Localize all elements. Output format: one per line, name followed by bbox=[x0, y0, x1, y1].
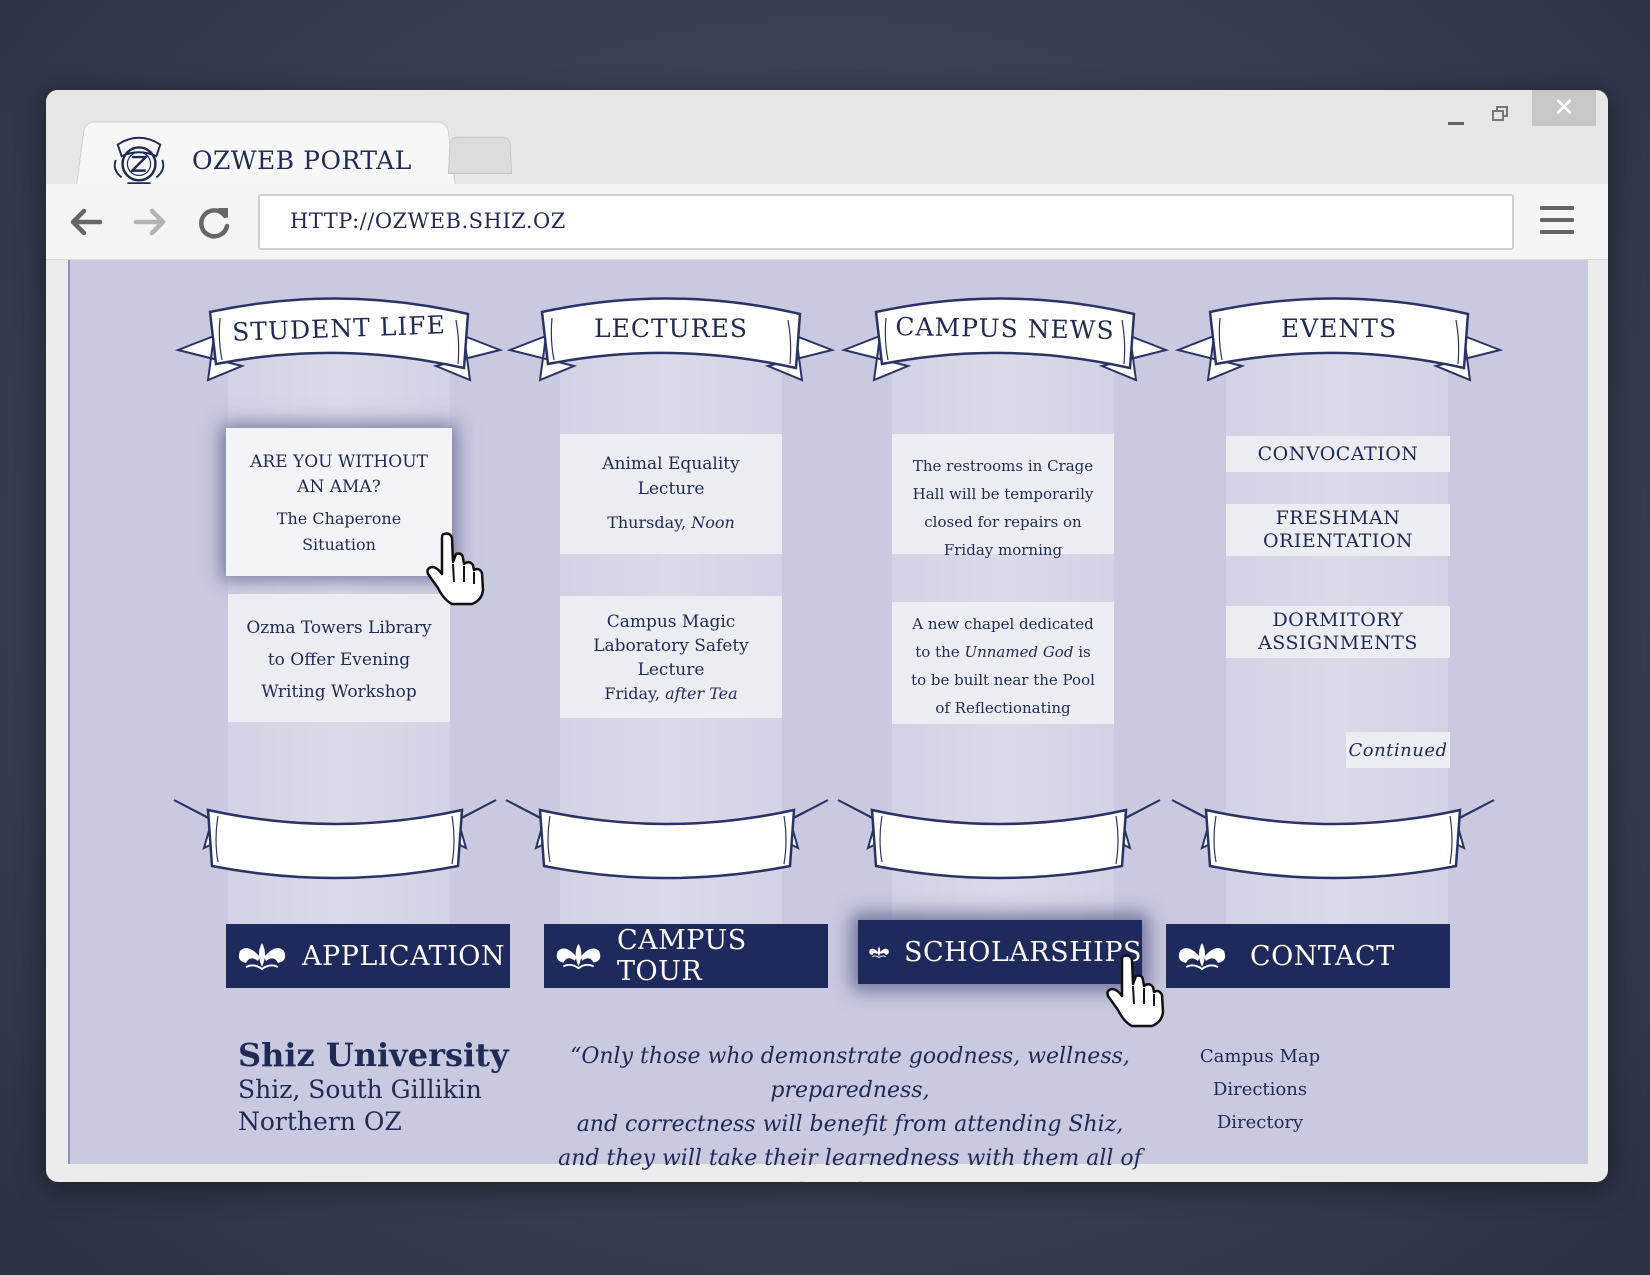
university-info: Shiz University Shiz, South Gillikin Nor… bbox=[238, 1036, 509, 1138]
web-page: STUDENT LIFE ARE YOU WITHOUT AN AMA? The… bbox=[68, 260, 1588, 1182]
back-arrow-icon[interactable] bbox=[66, 202, 106, 242]
event-convocation[interactable]: CONVOCATION bbox=[1226, 436, 1450, 472]
banner-lectures[interactable]: LECTURES bbox=[506, 292, 836, 402]
ribbon-bottom-icon bbox=[1170, 798, 1496, 880]
banner-label: EVENTS bbox=[1280, 314, 1398, 343]
ribbon-banner-icon bbox=[1176, 297, 1502, 382]
contact-button[interactable]: CONTACT bbox=[1166, 924, 1450, 988]
banner-events[interactable]: EVENTS bbox=[1174, 292, 1504, 402]
banner-bottom-student-life bbox=[170, 790, 500, 890]
ribbon-banner-icon bbox=[842, 297, 1168, 382]
application-button[interactable]: APPLICATION bbox=[226, 924, 510, 988]
university-name: Shiz University bbox=[238, 1036, 509, 1074]
browser-window: OZWEB PORTAL ✕ HTTP://OZWEB.SHIZ.OZ bbox=[46, 90, 1608, 1182]
card-chaperone[interactable]: ARE YOU WITHOUT AN AMA? The Chaperone Si… bbox=[226, 428, 452, 576]
reload-icon[interactable] bbox=[194, 202, 234, 242]
card-title: Animal Equality Lecture bbox=[602, 454, 740, 499]
card-text-emphasis: Unnamed God bbox=[964, 643, 1074, 661]
url-text: HTTP://OZWEB.SHIZ.OZ bbox=[290, 209, 566, 233]
card-library-workshop[interactable]: Ozma Towers Library to Offer Evening Wri… bbox=[228, 594, 450, 722]
address-bar[interactable]: HTTP://OZWEB.SHIZ.OZ bbox=[258, 194, 1514, 250]
quote-line: and correctness will benefit from attend… bbox=[576, 1112, 1124, 1137]
quote-line: “Only those who demonstrate goodness, we… bbox=[570, 1044, 1130, 1103]
banner-bottom-events bbox=[1168, 790, 1498, 890]
banner-bottom-lectures bbox=[502, 790, 832, 890]
fleuron-icon bbox=[1177, 942, 1227, 970]
card-text: A new chapel dedicated to the bbox=[912, 615, 1094, 661]
restore-button[interactable] bbox=[1486, 100, 1516, 130]
banner-campus-news[interactable]: CAMPUS NEWS bbox=[840, 292, 1170, 402]
address-line: Shiz, South Gillikin bbox=[238, 1075, 482, 1104]
button-label: CONTACT bbox=[1250, 940, 1395, 972]
card-animal-equality[interactable]: Animal Equality Lecture Thursday, Noon bbox=[560, 434, 782, 554]
directory-link[interactable]: Directory bbox=[1216, 1112, 1304, 1133]
banner-bottom-campus-news bbox=[834, 790, 1164, 890]
close-button[interactable]: ✕ bbox=[1532, 90, 1596, 126]
ribbon-bottom-icon bbox=[172, 798, 498, 880]
hand-cursor-icon bbox=[426, 532, 485, 606]
card-time: Thursday, Noon bbox=[594, 510, 748, 536]
button-label: CAMPUS TOUR bbox=[616, 925, 747, 987]
campus-tour-button[interactable]: CAMPUS TOUR bbox=[544, 924, 828, 988]
card-text: The restrooms in Crage Hall will be temp… bbox=[912, 457, 1094, 559]
events-continued-link[interactable]: Continued bbox=[1346, 732, 1450, 768]
hamburger-menu-icon[interactable] bbox=[1540, 206, 1574, 238]
motto-quote: “Only those who demonstrate goodness, we… bbox=[540, 1040, 1160, 1182]
tab-title: OZWEB PORTAL bbox=[192, 145, 412, 175]
card-title: Campus Magic Laboratory Safety Lecture bbox=[593, 612, 749, 680]
fleuron-icon bbox=[555, 942, 602, 970]
card-day: Thursday, bbox=[607, 513, 687, 532]
event-dormitory-assignments[interactable]: DORMITORY ASSIGNMENTS bbox=[1226, 606, 1450, 658]
card-magic-lab-safety[interactable]: Campus Magic Laboratory Safety Lecture F… bbox=[560, 596, 782, 718]
event-freshman-orientation[interactable]: FRESHMAN ORIENTATION bbox=[1226, 504, 1450, 556]
fleuron-icon bbox=[237, 942, 287, 970]
card-chapel[interactable]: A new chapel dedicated to the Unnamed Go… bbox=[892, 602, 1114, 724]
address-line: Northern OZ bbox=[238, 1107, 402, 1136]
fleuron-icon bbox=[868, 946, 890, 958]
menu-line bbox=[1540, 230, 1574, 234]
quote-line: and they will take their learnedness wit… bbox=[558, 1146, 1142, 1182]
menu-line bbox=[1540, 218, 1574, 222]
banner-label: CAMPUS NEWS bbox=[895, 312, 1115, 345]
forward-arrow-icon[interactable] bbox=[130, 202, 170, 242]
ribbon-bottom-icon bbox=[504, 798, 830, 880]
new-tab-button[interactable] bbox=[448, 136, 512, 174]
card-subtitle: The Chaperone Situation bbox=[276, 509, 402, 554]
footer-links: Campus Map Directions Directory bbox=[1190, 1040, 1330, 1139]
card-text-end: is to be built near the Pool of Reflecti… bbox=[911, 643, 1095, 717]
crest-logo-icon bbox=[113, 136, 165, 185]
minimize-button[interactable] bbox=[1442, 100, 1472, 130]
tab-bar: OZWEB PORTAL ✕ bbox=[46, 90, 1608, 186]
card-title: Ozma Towers Library to Offer Evening Wri… bbox=[246, 618, 432, 702]
banner-label: LECTURES bbox=[594, 314, 748, 343]
hand-cursor-icon bbox=[1106, 954, 1165, 1028]
browser-toolbar: HTTP://OZWEB.SHIZ.OZ bbox=[46, 184, 1608, 260]
card-day: Friday, bbox=[604, 684, 661, 703]
card-time: Friday, after Tea bbox=[580, 682, 762, 706]
campus-map-link[interactable]: Campus Map bbox=[1199, 1046, 1321, 1067]
restore-icon-front bbox=[1492, 110, 1504, 121]
card-time-emphasis: Noon bbox=[691, 513, 735, 532]
menu-line bbox=[1540, 206, 1574, 210]
directions-link[interactable]: Directions bbox=[1212, 1079, 1308, 1100]
ribbon-banner-icon bbox=[508, 297, 834, 382]
card-restrooms[interactable]: The restrooms in Crage Hall will be temp… bbox=[892, 434, 1114, 559]
card-time-emphasis: after Tea bbox=[665, 684, 738, 703]
ribbon-bottom-icon bbox=[836, 798, 1162, 880]
scholarships-button[interactable]: SCHOLARSHIPS bbox=[858, 920, 1142, 984]
button-label: APPLICATION bbox=[302, 940, 506, 972]
button-label: SCHOLARSHIPS bbox=[904, 936, 1142, 968]
card-title: ARE YOU WITHOUT AN AMA? bbox=[250, 452, 428, 497]
banner-student-life[interactable]: STUDENT LIFE bbox=[174, 292, 504, 402]
active-tab-content[interactable]: OZWEB PORTAL bbox=[110, 130, 412, 190]
